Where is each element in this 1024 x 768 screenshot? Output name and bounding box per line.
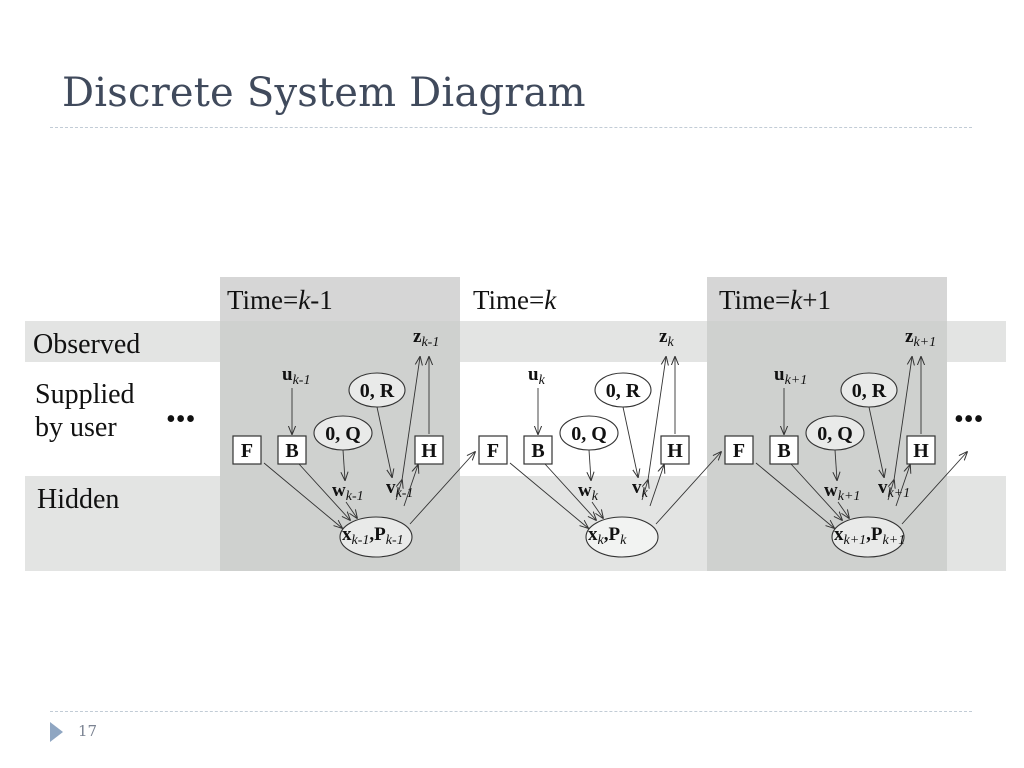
column-header-k-minus-1: [220, 277, 460, 321]
measurement-z: zk+1: [905, 326, 936, 350]
row-label-supplied: Supplied: [35, 379, 135, 410]
state-ellipse: [831, 516, 905, 558]
arrow-b-to-x: [790, 463, 842, 520]
measurement-z: zk: [659, 326, 674, 350]
row-label-by-user: by user: [35, 412, 117, 443]
time-label: Time=k+1: [719, 285, 831, 315]
matrix-h-label: H: [667, 440, 683, 462]
arrow-w-to-x: [591, 501, 603, 518]
control-input-u: uk+1: [774, 364, 807, 388]
matrix-b-box: [523, 435, 553, 465]
arrow-f-to-x: [263, 462, 342, 528]
matrix-f-box: [478, 435, 508, 465]
measurement-noise-v: vk+1: [878, 477, 910, 501]
state-ellipse: [585, 516, 659, 558]
time-label: Time=k-1: [227, 285, 333, 315]
slide-title: Discrete System Diagram: [62, 70, 586, 116]
matrix-h-box: [414, 435, 444, 465]
noise-q-ellipse-label: 0, Q: [325, 423, 361, 445]
arrow-v-to-z: [893, 357, 912, 481]
arrow-v-to-z: [647, 357, 666, 481]
page-marker-icon: [50, 722, 63, 742]
state-x-p: xk+1,Pk+1: [834, 524, 905, 548]
arrow-r-to-v: [868, 406, 884, 477]
arrow-r-to-v: [622, 406, 638, 477]
time-block-k-plus-1: Time=k+1F B H 0, R 0, Q uk+1 zk+1 wk+1 vk+1 xk+1,…: [719, 285, 967, 558]
matrix-h-label: H: [913, 440, 929, 462]
measurement-noise-v: vk: [632, 477, 649, 501]
arrow-w-to-x: [837, 501, 849, 518]
arrow-b-to-x: [298, 463, 350, 520]
matrix-h-box: [660, 435, 690, 465]
matrix-b-label: B: [531, 440, 544, 462]
matrix-f-label: F: [487, 440, 499, 462]
arrow-x-to-v: [887, 480, 894, 501]
arrow-w-to-x: [345, 501, 357, 518]
state-ellipse: [339, 516, 413, 558]
matrix-f-label: F: [241, 440, 253, 462]
noise-r-ellipse-label: 0, R: [852, 380, 887, 402]
arrow-x-to-v: [641, 480, 648, 501]
process-noise-w: wk-1: [332, 480, 364, 504]
matrix-f-box: [724, 435, 754, 465]
matrix-f-box: [232, 435, 262, 465]
control-input-u: uk: [528, 364, 546, 388]
measurement-z: zk-1: [413, 326, 439, 350]
arrow-v-to-z: [401, 357, 420, 481]
arrow-q-to-w: [589, 449, 591, 480]
matrix-b-box: [769, 435, 799, 465]
title-divider: [50, 127, 972, 128]
arrow-f-to-x: [509, 462, 588, 528]
arrow-f-to-x: [755, 462, 834, 528]
arrow-x-to-h: [403, 465, 418, 507]
process-noise-w: wk: [578, 480, 599, 504]
column-header-k-plus-1: [707, 277, 947, 321]
arrow-x-to-next-f: [409, 452, 475, 525]
arrow-q-to-w: [343, 449, 345, 480]
arrow-r-to-v: [376, 406, 392, 477]
arrow-x-to-h: [649, 465, 664, 507]
time-label: Time=k: [473, 285, 557, 315]
matrix-b-label: B: [285, 440, 298, 462]
matrix-b-label: B: [777, 440, 790, 462]
noise-r-ellipse-label: 0, R: [360, 380, 395, 402]
ellipsis-left: •••: [166, 404, 195, 435]
matrix-h-label: H: [421, 440, 437, 462]
state-x-p: xk,Pk: [588, 524, 627, 548]
arrow-q-to-w: [835, 449, 837, 480]
arrow-x-to-h: [895, 465, 910, 507]
state-x-p: xk-1,Pk-1: [342, 524, 404, 548]
arrow-b-to-x: [544, 463, 596, 520]
matrix-f-label: F: [733, 440, 745, 462]
matrix-b-box: [277, 435, 307, 465]
footer-divider: [50, 711, 972, 712]
arrow-x-to-next-f: [901, 452, 967, 525]
control-input-u: uk-1: [282, 364, 310, 388]
arrow-x-to-v: [395, 480, 402, 501]
row-label-observed: Observed: [33, 329, 140, 360]
ellipsis-right: •••: [954, 404, 983, 435]
row-label-hidden: Hidden: [37, 484, 119, 515]
process-noise-w: wk+1: [824, 480, 860, 504]
time-block-k-minus-1: Time=k-1F B H 0, R 0, Q uk-1 zk-1 wk-1 vk-1 xk-1,…: [227, 285, 475, 558]
noise-q-ellipse-label: 0, Q: [571, 423, 607, 445]
page-number: 17: [78, 722, 98, 740]
measurement-noise-v: vk-1: [386, 477, 413, 501]
matrix-h-box: [906, 435, 936, 465]
arrow-x-to-next-f: [655, 452, 721, 525]
noise-r-ellipse-label: 0, R: [606, 380, 641, 402]
noise-q-ellipse-label: 0, Q: [817, 423, 853, 445]
